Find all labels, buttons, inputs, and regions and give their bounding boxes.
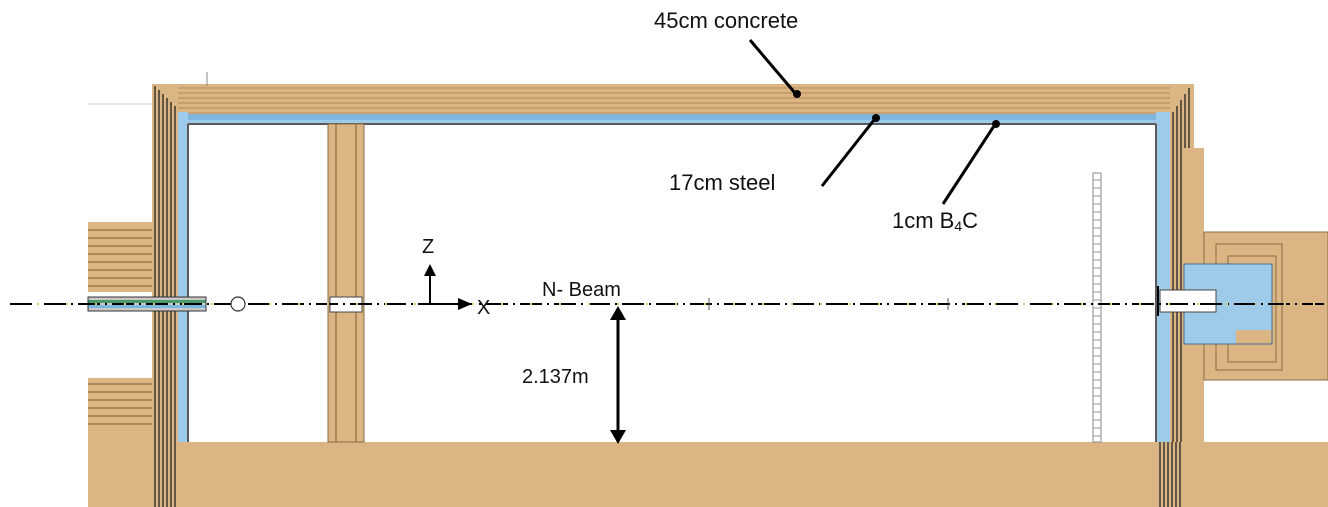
inner-pillar	[327, 123, 365, 443]
roof-concrete	[152, 84, 1194, 118]
beam-stop	[1157, 148, 1328, 442]
roof-steel	[172, 114, 1170, 121]
axis-x-label: X	[477, 297, 490, 319]
b4c-leader	[941, 125, 996, 205]
height-label: 2.137m	[522, 366, 589, 388]
axis-z-label: Z	[422, 236, 434, 258]
height-arrow	[610, 306, 626, 444]
left-wall-concrete	[152, 84, 178, 507]
right-wall-base	[1159, 442, 1181, 507]
steel-label: 17cm steel	[669, 170, 775, 195]
target-marker	[230, 296, 246, 312]
floor-concrete	[88, 442, 1328, 507]
concrete-label: 45cm concrete	[654, 8, 798, 33]
concrete-leader	[748, 39, 797, 94]
left-upper-block	[88, 222, 152, 292]
beam-label: N- Beam	[542, 279, 621, 301]
center-crosses	[708, 298, 949, 310]
left-wall-b4c	[178, 112, 188, 442]
b4c-label: 1cm B4C	[892, 208, 978, 234]
axes-icon	[424, 264, 472, 310]
detector-ladder	[1092, 172, 1102, 443]
left-lower-block	[88, 378, 152, 442]
steel-leader	[820, 119, 876, 187]
roof-b4c	[184, 120, 1158, 124]
